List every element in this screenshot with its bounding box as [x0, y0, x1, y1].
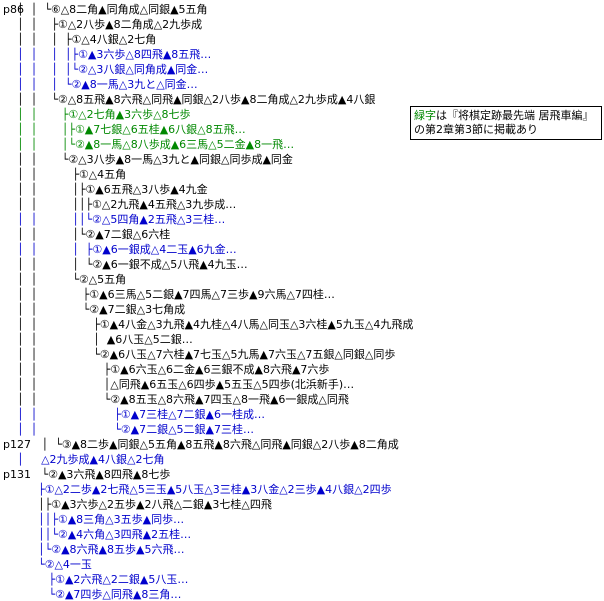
tree-line: │ │ ├①△2八歩▲8二角成△2九歩成	[3, 18, 203, 31]
tree-line: ├①△2二歩▲2七飛△5三玉▲5八玉△3三桂▲3八金△2三歩▲4八銀△2四歩	[3, 483, 392, 496]
legend-green-label: 緑字	[414, 109, 436, 122]
tree-line: │ │ │ ├①▲6一銀成△4二玉▲6九金…	[3, 243, 237, 256]
tree-line: │ │ │├①▲7七銀△6五桂▲6八銀△8五飛…	[3, 123, 246, 136]
tree-line: │ │ ├①▲7三桂△7二銀▲6一桂成…	[3, 408, 266, 421]
tree-line: │ │ └②▲7二銀△3七角成	[3, 303, 186, 316]
tree-line: │ │ │ │├①▲3六歩△8四飛▲8五飛…	[3, 48, 212, 61]
tree-line: │ │ │ ├①△4八銀△2七角	[3, 33, 157, 46]
tree-line: │ │ │ │└②△3八銀△同角成▲同金…	[3, 63, 209, 76]
legend-note: 緑字は『将棋定跡最先端 居飛車編』の第2章第3節に掲載あり	[410, 106, 602, 140]
tree-line: │ │ ││├①△2九飛▲4五飛△3九歩成…	[3, 198, 237, 211]
tree-line: │ │ ├①△4五角	[3, 168, 127, 181]
tree-line: │ │ └②▲8五玉△8六飛▲7四玉△8一飛▲6一銀成△同飛	[3, 393, 349, 406]
tree-line: │└②▲8六飛▲8五歩▲5六飛…	[3, 543, 185, 556]
tree-line: └②△4一玉	[3, 558, 92, 571]
tree-line: │ │ │└②▲7二銀△6六桂	[3, 228, 171, 241]
tree-line: │ │ └⑥△8二角▲同角成△同銀▲5五角	[3, 3, 208, 16]
tree-line: p127 │ └③▲8二歩▲同銀△5五角▲8五飛▲8六飛△同飛▲同銀△2八歩▲8…	[3, 438, 399, 451]
tree-line: │ │ └②△5五角	[3, 273, 127, 286]
tree-line: └②▲7四歩△同飛▲8三角…	[3, 588, 182, 601]
tree-line: │ │ │├①▲6五飛△3八歩▲4九金	[3, 183, 208, 196]
tree-line: │ │ ├①△2七角▲3六歩△8七歩	[3, 108, 191, 121]
tree-line: ││└②▲4六角△3四飛▲2五桂…	[3, 528, 192, 541]
tree-line: │├①▲3六歩△2五歩▲2八飛△二銀▲3七桂△四飛	[3, 498, 272, 511]
tree-line: │ △2九歩成▲4八銀△2七角	[3, 453, 165, 466]
tree-line: │ │ ├①▲6三馬△5二銀▲7四馬△7三歩▲9六馬△7四桂…	[3, 288, 335, 301]
tree-line: │ │ └②△8五飛▲8六飛△同飛▲同銀△2八歩▲8二角成△2九歩成▲4八銀	[3, 93, 376, 106]
tree-line: │ │ │ └②▲8一馬△3九と△同金…	[3, 78, 198, 91]
page-ref-p86: p86	[3, 3, 24, 16]
tree-line: │ │ │└②▲8一馬△8八歩成▲6三馬△5二金▲8一飛…	[3, 138, 295, 151]
tree-line: │ │ │△同飛▲6五玉△6四歩▲5五玉△5四歩(北浜新手)…	[3, 378, 355, 391]
tree-line: │ │ └②▲7二銀△5二銀▲7三桂…	[3, 423, 255, 436]
tree-line: p131 └②▲3六飛▲8四飛▲8七歩	[3, 468, 171, 481]
tree-line: │ │ └②△3八歩▲8一馬△3九と▲同銀△同歩成▲同金	[3, 153, 293, 166]
tree-line: │ │ ││└②△5四角▲2五飛△3三桂…	[3, 213, 226, 226]
tree-line: │ │ ├①▲6六玉△6二金▲6三銀不成▲8六飛▲7六歩	[3, 363, 330, 376]
tree-line: │ │ │ └②▲6一銀不成△5八飛▲4九玉…	[3, 258, 248, 271]
tree-line: ├①▲2六飛△2二銀▲5八玉…	[3, 573, 189, 586]
tree-line: ││├①▲8三角△3五歩▲同歩…	[3, 513, 185, 526]
tree-line: │ │ └②▲6八玉△7六桂▲7七玉△5九馬▲7六玉△7五銀△同銀△同歩	[3, 348, 396, 361]
tree-line: │ │ ├①▲4八金△3九飛▲4九桂△4八馬△同玉△3六桂▲5九玉△4九飛成	[3, 318, 414, 331]
legend-note-text: は『将棋定跡最先端 居飛車編』の第2章第3節に掲載あり	[414, 109, 594, 136]
tree-line: │ │ │ ▲6八玉△5二銀…	[3, 333, 193, 346]
